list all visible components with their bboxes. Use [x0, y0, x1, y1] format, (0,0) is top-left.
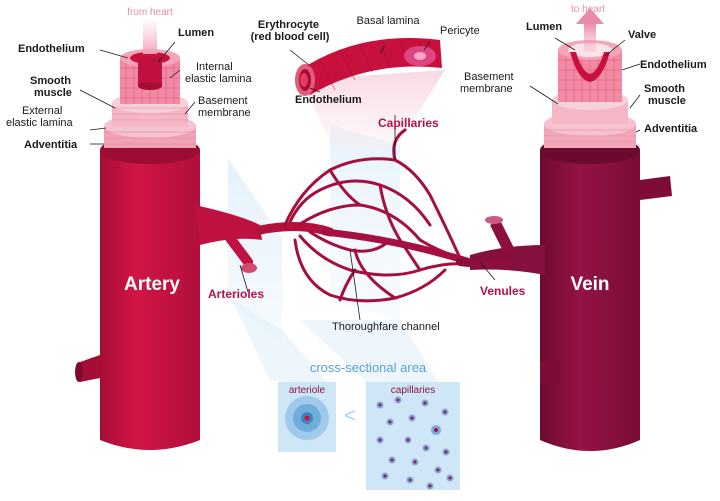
thoroughfare-channel-label: Thoroughfare channel	[332, 321, 440, 333]
capillaries-cs-label: capillaries	[391, 385, 435, 396]
vein-lumen-label: Lumen	[526, 21, 562, 33]
capillary-dot-core	[388, 420, 392, 424]
artery-flow-arrow	[143, 20, 157, 54]
capillary-dot-core	[443, 410, 447, 414]
erythrocyte-shape	[300, 73, 308, 87]
projection-beams	[228, 125, 440, 385]
artery-arteriole-branch	[195, 205, 262, 245]
capillary-dot-core	[428, 484, 432, 488]
artery-flow-label: from heart	[127, 7, 173, 18]
arteriole-cs-label: arteriole	[289, 385, 326, 396]
cross-section-title: cross-sectional area	[310, 360, 427, 375]
capillary-dot-core	[378, 403, 382, 407]
capillaries-panel	[366, 382, 460, 490]
artery	[75, 20, 262, 450]
vein-trunk	[540, 150, 640, 451]
erythrocyte-label: Erythrocyte (red blood cell)	[251, 19, 330, 43]
arterioles-label: Arterioles	[208, 287, 264, 301]
capillary-dot-core	[406, 438, 410, 442]
vein-adventitia-label: Adventitia	[644, 123, 698, 135]
capillary-dot-core	[413, 460, 417, 464]
vein-flow-label: to heart	[571, 4, 605, 15]
artery-trunk	[100, 150, 200, 450]
vein-valve-label: Valve	[628, 29, 656, 41]
artery-lumen-label: Lumen	[178, 27, 214, 39]
vein-flow-arrow	[584, 22, 596, 52]
capillary-dot-core	[408, 478, 412, 482]
venules-label: Venules	[480, 284, 526, 298]
capillary-dot-core	[410, 416, 414, 420]
leader-lines	[79, 37, 641, 321]
artery-endothelium-label: Endothelium	[18, 43, 85, 55]
capillary-dot-core	[436, 468, 440, 472]
comparator-symbol: <	[344, 405, 356, 427]
capillary-dot-core	[396, 398, 400, 402]
labels: from heart Lumen Endothelium Internal el…	[6, 4, 707, 427]
vein	[470, 8, 672, 451]
cross-section-panel	[278, 382, 460, 490]
pericyte-label: Pericyte	[440, 25, 480, 37]
capillary-dot-core	[390, 458, 394, 462]
capillary-endothelium-label: Endothelium	[295, 94, 362, 106]
capillary-dot-core	[424, 446, 428, 450]
capillary-dot-core	[378, 438, 382, 442]
artery-smooth-muscle-label: Smooth muscle	[30, 75, 74, 99]
capillary-dot-core	[444, 450, 448, 454]
external-elastic-lamina-label: External elastic lamina	[6, 105, 74, 129]
artery-adventitia-label: Adventitia	[24, 139, 78, 151]
artery-basement-membrane-label: Basement membrane	[198, 95, 251, 119]
basal-lamina-label: Basal lamina	[357, 15, 421, 27]
vein-valve	[570, 52, 610, 82]
capillaries-label: Capillaries	[378, 116, 439, 130]
capillary-dot-core	[423, 401, 427, 405]
capillary-dot-core	[434, 428, 438, 432]
artery-name-label: Artery	[124, 274, 180, 295]
vein-smooth-muscle-label: Smooth muscle	[644, 83, 688, 107]
vein-basement-membrane-label: Basement membrane	[460, 71, 517, 95]
internal-elastic-lamina-label: Internal elastic lamina	[185, 61, 253, 85]
capillary-detail-beam	[300, 70, 445, 150]
capillary-dot-core	[448, 476, 452, 480]
vein-name-label: Vein	[570, 274, 609, 295]
capillary-dots	[376, 396, 454, 490]
vein-endothelium-label: Endothelium	[640, 59, 707, 71]
capillary-dot-core	[383, 474, 387, 478]
capillary-detail	[295, 38, 442, 96]
